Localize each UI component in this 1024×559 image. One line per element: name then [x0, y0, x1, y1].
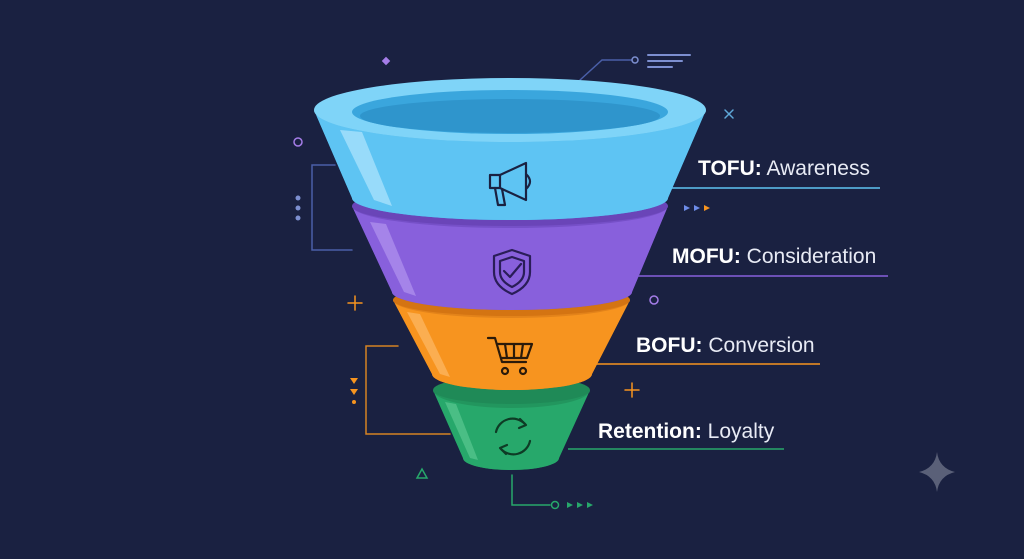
- stage-label-mofu: MOFU: Consideration: [672, 245, 876, 269]
- stage-label-retention: Retention: Loyalty: [598, 420, 774, 444]
- label-underlines: [568, 187, 888, 450]
- stage-desc-mofu: Consideration: [746, 245, 877, 268]
- stage-label-bofu: BOFU: Conversion: [636, 334, 815, 358]
- refresh-cycle-icon: [494, 417, 532, 456]
- stage-desc-retention: Loyalty: [707, 420, 775, 443]
- stage-key-retention: Retention:: [598, 420, 702, 443]
- funnel-layer-tofu: [314, 78, 706, 220]
- megaphone-icon: [488, 161, 532, 207]
- stage-key-mofu: MOFU:: [672, 245, 741, 268]
- stage-key-tofu: TOFU:: [698, 157, 762, 180]
- shield-check-icon: [492, 248, 532, 296]
- stage-desc-tofu: Awareness: [766, 157, 870, 180]
- decorative-elements: [293, 54, 955, 510]
- shopping-cart-icon: [486, 336, 534, 376]
- stage-desc-bofu: Conversion: [708, 334, 815, 357]
- funnel-layer-retention: [433, 376, 590, 470]
- stage-label-tofu: TOFU: Awareness: [698, 157, 870, 181]
- stage-key-bofu: BOFU:: [636, 334, 703, 357]
